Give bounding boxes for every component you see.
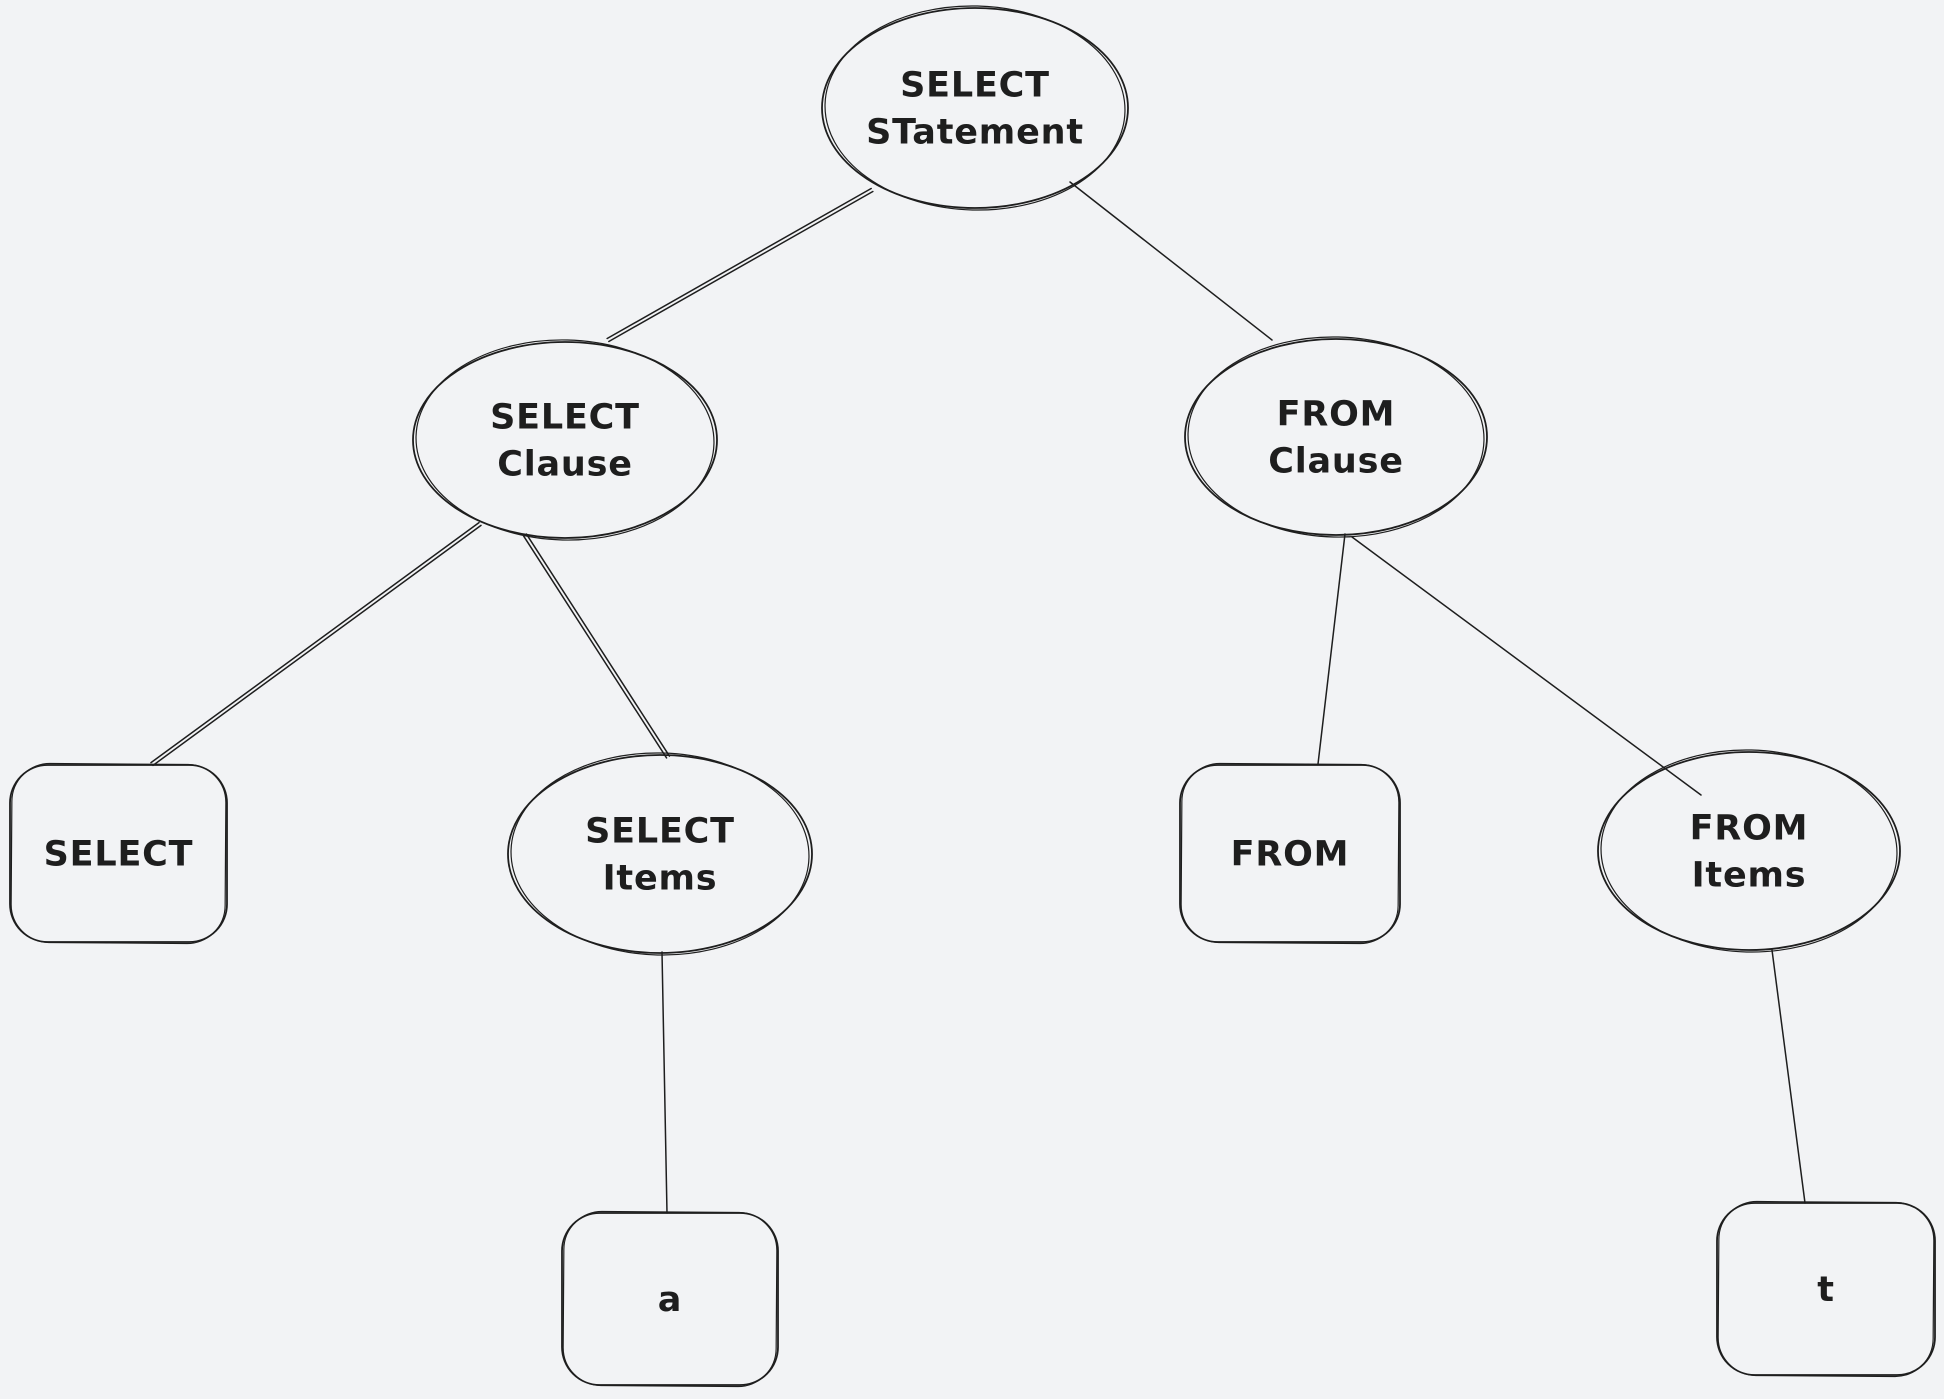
- node-label-select-keyword: SELECT: [44, 835, 194, 875]
- edge-select-items-item-a: [661, 951, 668, 1214]
- node-label-item-a: a: [658, 1280, 682, 1320]
- node-select-keyword: SELECT: [9, 762, 228, 945]
- edge-from-items-item-t: [1771, 949, 1806, 1204]
- edge-select-clause-select-items: [522, 533, 671, 759]
- edge-from-clause-from-items: [1351, 536, 1702, 796]
- node-item-t: t: [1716, 1200, 1936, 1378]
- edge-select-clause-select-keyword: [150, 521, 482, 767]
- node-item-a: a: [561, 1210, 779, 1388]
- edge-select-statement-select-clause: [606, 187, 874, 343]
- node-label-from-keyword: FROM: [1231, 835, 1350, 875]
- node-label-item-t: t: [1817, 1270, 1835, 1310]
- node-from-keyword: FROM: [1179, 762, 1401, 945]
- edge-from-clause-from-keyword: [1317, 533, 1346, 765]
- edge-select-statement-from-clause: [1069, 181, 1273, 341]
